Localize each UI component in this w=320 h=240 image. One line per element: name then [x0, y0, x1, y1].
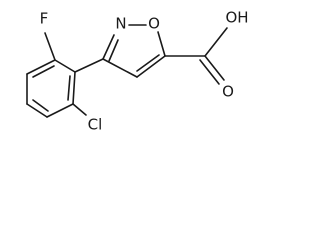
atom-label-isoxazole-oxygen: O: [148, 15, 160, 33]
bond-carbonyl-outer: [204, 55, 225, 81]
bond-c1-c2: [54, 59, 76, 73]
bond-c6-c1-inner: [67, 75, 71, 101]
atom-label-fluorine: F: [40, 10, 49, 28]
bond-carboxyl-oh: [204, 27, 228, 57]
bond-c3-n-inner: [108, 39, 119, 62]
molecule-diagram: F Cl N O OH O: [0, 0, 252, 146]
carboxylic-acid-group: [164, 27, 228, 85]
atom-label-carbonyl-oxygen: O: [222, 83, 234, 101]
bond-o-c5: [157, 31, 166, 57]
bond-c2-fluorine: [44, 32, 56, 61]
bond-c5-c6: [46, 103, 74, 118]
bond-c2-c3: [26, 59, 56, 75]
bond-c6-c1: [72, 71, 76, 105]
bond-c4-c3: [102, 58, 138, 78]
molecule-structure: F Cl N O OH O: [26, 9, 249, 134]
bond-c5-c4: [136, 55, 166, 78]
atom-label-isoxazole-nitrogen: N: [115, 15, 126, 33]
benzene-ring: [26, 59, 76, 118]
atom-label-chlorine: Cl: [88, 116, 103, 134]
isoxazole-ring: [102, 24, 166, 78]
bond-c6-chlorine: [72, 103, 87, 116]
bond-c3-n: [102, 34, 115, 60]
bond-c4-c5: [26, 103, 48, 118]
bond-c4-c5-inner: [32, 99, 49, 112]
bond-carbonyl-inner: [199, 59, 220, 85]
bond-c5-c4-inner: [136, 54, 160, 72]
bond-phenyl-isoxazole: [74, 58, 104, 73]
atom-label-hydroxyl: OH: [225, 9, 248, 27]
bond-c2-c3-inner: [32, 65, 55, 78]
